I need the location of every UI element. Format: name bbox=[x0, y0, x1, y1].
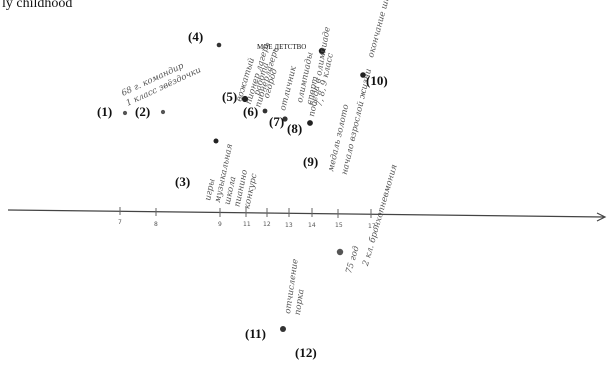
event-dot-5 bbox=[241, 95, 249, 103]
tick-label: 8 bbox=[154, 221, 158, 228]
event-dot-8 bbox=[307, 120, 313, 126]
event-dot-7 bbox=[282, 116, 288, 122]
annotation-line: отличник bbox=[278, 64, 299, 111]
annotation-line: порка bbox=[293, 288, 307, 315]
event-3-annotation: игры музыкальная школа пианино конкурс bbox=[203, 143, 259, 210]
event-12-annotation: 75 год 2 кл. бронхопневмония bbox=[344, 163, 400, 275]
tick-label: 9 bbox=[218, 221, 222, 228]
annotation-line: 75 год bbox=[344, 244, 362, 275]
event-dot-6 bbox=[262, 108, 268, 114]
event-label-3: (3) bbox=[175, 174, 191, 189]
tick-label: 11 bbox=[243, 221, 251, 228]
event-dot-9 bbox=[318, 47, 326, 55]
event-label-11: (11) bbox=[245, 326, 266, 341]
page-title: ly childhood bbox=[2, 0, 73, 11]
annotation-line: игры bbox=[203, 178, 217, 202]
event-dot-11 bbox=[280, 326, 286, 332]
timeline-axis bbox=[7, 209, 605, 218]
event-dot-10 bbox=[360, 72, 366, 78]
axis-arrow-head bbox=[596, 212, 607, 222]
event-label-1: (1) bbox=[97, 104, 113, 119]
axis-ticks bbox=[119, 207, 372, 218]
event-label-10: (10) bbox=[366, 73, 388, 88]
tick-label: 12 bbox=[263, 221, 271, 228]
annotation-line: окончание школы bbox=[366, 0, 397, 59]
event-label-8: (8) bbox=[287, 121, 303, 136]
annotation-line: 2 кл. бронхопневмония bbox=[360, 163, 400, 268]
event-label-9: (9) bbox=[303, 154, 319, 169]
tick-label: 13 bbox=[285, 222, 293, 229]
tick-label: 15 bbox=[335, 222, 343, 229]
event-label-6: (6) bbox=[243, 104, 259, 119]
event-label-2: (2) bbox=[135, 104, 151, 119]
event-2-annotation: 68 г. командир 1 класс звёздочки bbox=[120, 61, 203, 109]
event-label-7: (7) bbox=[269, 114, 285, 129]
printed-label: МОЕ ДЕТСТВО bbox=[257, 43, 306, 51]
event-dot-4 bbox=[216, 42, 222, 48]
event-10-annotation: окончание школы bbox=[366, 0, 397, 59]
event-6-annotation: отличник bbox=[278, 64, 299, 111]
tick-label: 17 bbox=[368, 223, 376, 230]
event-label-5: (5) bbox=[222, 89, 238, 104]
event-dot-1 bbox=[122, 110, 128, 116]
tick-label: 14 bbox=[308, 222, 316, 229]
event-dot-2 bbox=[160, 109, 166, 115]
event-label-12: (12) bbox=[295, 345, 317, 360]
event-dot-12 bbox=[336, 248, 344, 256]
event-11-annotation: отчисление порка bbox=[283, 258, 307, 315]
event-dot-3 bbox=[213, 138, 219, 144]
event-label-4: (4) bbox=[188, 29, 204, 44]
tick-label: 7 bbox=[118, 219, 122, 226]
